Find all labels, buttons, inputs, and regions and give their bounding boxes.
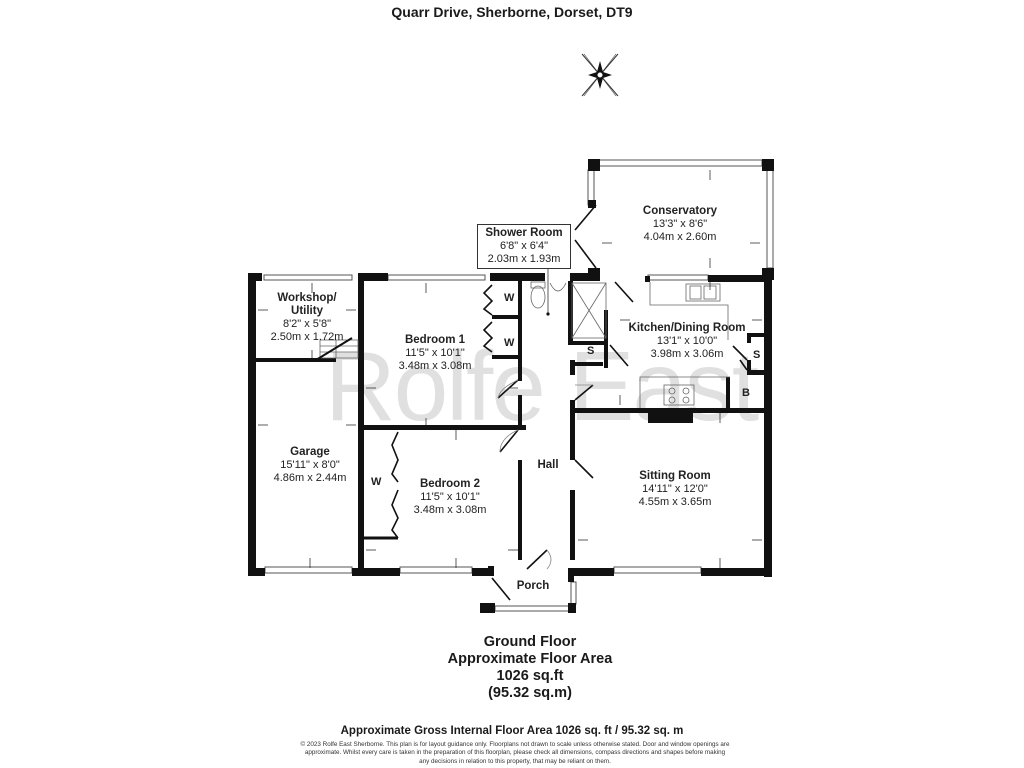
- room-label-sitting-room: Sitting Room 14'11" x 12'0" 4.55m x 3.65…: [638, 470, 712, 508]
- floor-area-summary: Ground Floor Approximate Floor Area 1026…: [380, 634, 680, 702]
- room-label-workshop-utility: Workshop/ Utility 8'2" x 5'8" 2.50m x 1.…: [270, 292, 344, 343]
- room-label-porch: Porch: [516, 580, 550, 592]
- boiler-label: B: [742, 387, 750, 399]
- wardrobe-label: W: [504, 337, 515, 349]
- compass-rose-icon: [581, 53, 619, 97]
- wardrobe-label: W: [504, 292, 515, 304]
- disclaimer-text: © 2023 Rolfe East Sherborne. This plan i…: [300, 741, 730, 765]
- wardrobe-label: W: [371, 476, 382, 488]
- gross-internal-area: Approximate Gross Internal Floor Area 10…: [340, 725, 684, 737]
- floor-name: Ground Floor: [483, 634, 577, 650]
- fittings: [315, 281, 730, 408]
- store-label: S: [587, 345, 595, 357]
- room-label-kitchen-dining: Kitchen/Dining Room 13'1" x 10'0" 3.98m …: [628, 322, 746, 360]
- room-label-conservatory: Conservatory 13'3" x 8'6" 4.04m x 2.60m: [642, 205, 718, 243]
- room-label-garage: Garage 15'11" x 8'0" 4.86m x 2.44m: [273, 446, 347, 484]
- floor-area-sqm: (95.32 sq.m): [488, 685, 572, 701]
- store-label: S: [753, 349, 761, 361]
- dimension-markers: [258, 170, 762, 568]
- room-label-bedroom-1: Bedroom 1 11'5" x 10'1" 3.48m x 3.08m: [398, 334, 472, 372]
- room-label-bedroom-2: Bedroom 2 11'5" x 10'1" 3.48m x 3.08m: [413, 478, 487, 516]
- doors: [364, 204, 748, 601]
- room-label-shower-room: Shower Room 6'8" x 6'4" 2.03m x 1.93m: [477, 224, 571, 269]
- walls: [248, 159, 774, 613]
- floor-area-sqft: 1026 sq.ft: [496, 668, 564, 684]
- floor-area-label: Approximate Floor Area: [447, 651, 613, 667]
- property-address-title: Quarr Drive, Sherborne, Dorset, DT9: [391, 4, 633, 20]
- room-label-hall: Hall: [537, 459, 559, 471]
